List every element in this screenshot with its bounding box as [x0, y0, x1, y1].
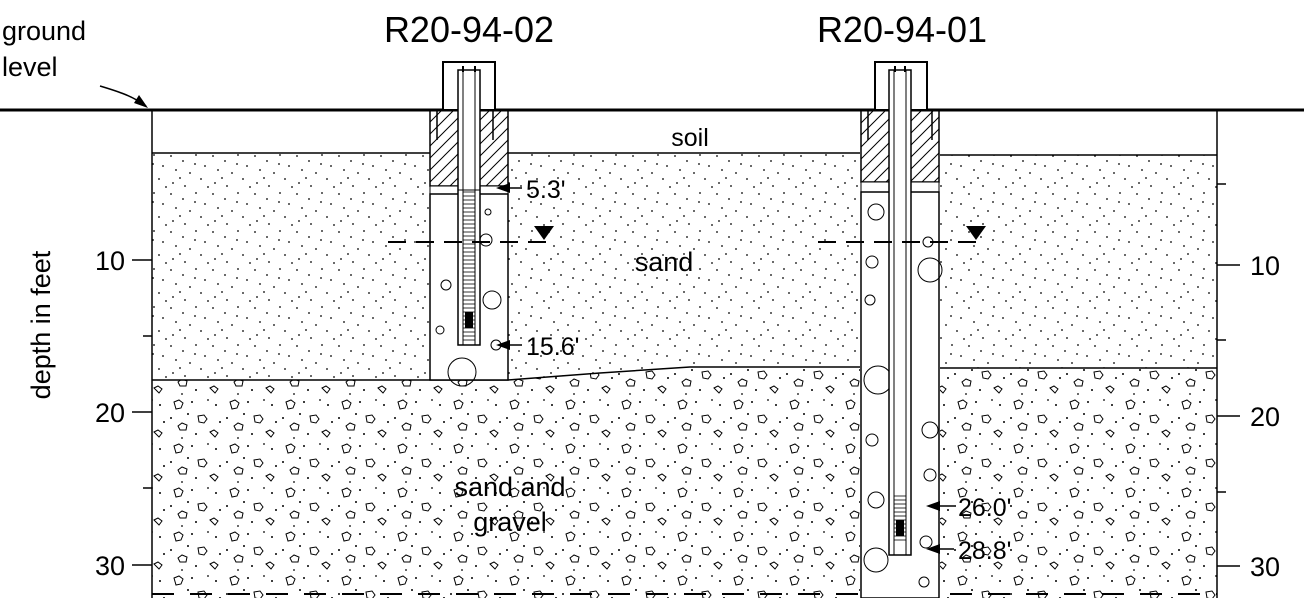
sand-layer-right [940, 155, 1217, 368]
depth-label-26-0: 26.0' [958, 494, 1011, 522]
screen-top-marker-01 [926, 501, 954, 511]
sand-layer-middle [508, 153, 860, 380]
left-axis-tick-10: 10 [95, 246, 125, 276]
well-screen-02 [457, 189, 481, 346]
left-axis-tick-20: 20 [95, 398, 125, 428]
sand-label: sand [635, 247, 694, 277]
left-axis-tick-30: 30 [95, 551, 125, 581]
right-axis-ticks [1217, 183, 1240, 567]
depth-label-15-6: 15.6' [526, 333, 579, 361]
gravel-layer-right [940, 368, 1217, 598]
right-axis-tick-20: 20 [1250, 402, 1280, 432]
bottom-marker-02 [496, 340, 522, 350]
right-axis-tick-30: 30 [1250, 552, 1280, 582]
right-axis-tick-10: 10 [1250, 251, 1280, 281]
soil-label: soil [671, 124, 709, 152]
screen-top-marker-02 [496, 183, 522, 193]
water-table-02 [388, 226, 556, 243]
gravel-layer-left [152, 367, 860, 598]
well-casing-01 [888, 69, 912, 556]
level-label: level [2, 52, 58, 82]
pump-02 [465, 312, 473, 328]
well-label-r20-94-01: R20-94-01 [817, 9, 987, 50]
well-r20-94-02 [429, 61, 509, 387]
left-axis-ticks [132, 259, 152, 566]
sand-layer-left [152, 153, 430, 380]
well-r20-94-01 [860, 61, 943, 598]
well-label-r20-94-02: R20-94-02 [384, 9, 554, 50]
sand-and-gravel-label-line1: sand and [454, 472, 565, 502]
sand-and-gravel-label-line2: gravel [473, 507, 547, 537]
depth-label-5-3: 5.3' [526, 176, 566, 204]
water-table-01 [818, 226, 986, 243]
pump-01 [896, 520, 904, 536]
depth-label-28-8: 28.8' [958, 537, 1011, 565]
ground-label: ground [2, 16, 86, 46]
depth-axis-label: depth in feet [26, 250, 56, 399]
sand-gravel-boundary-left [152, 366, 860, 381]
bottom-marker-01 [926, 544, 954, 554]
